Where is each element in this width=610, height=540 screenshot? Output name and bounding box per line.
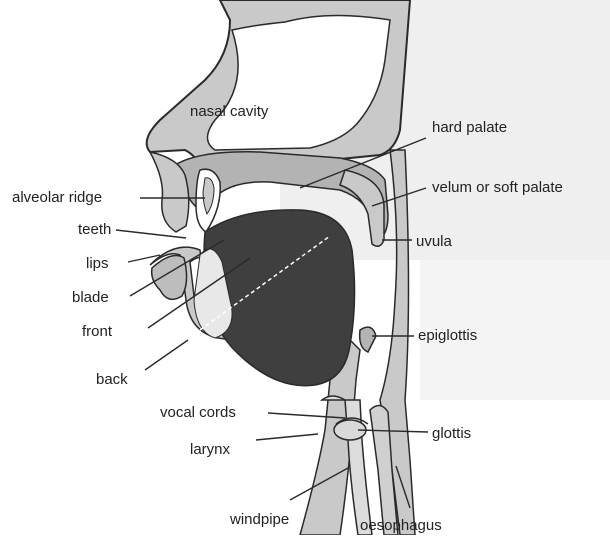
label-oesophagus: oesophagus xyxy=(360,518,442,533)
label-windpipe: windpipe xyxy=(230,512,289,527)
label-lips: lips xyxy=(86,256,109,271)
label-hard-palate: hard palate xyxy=(432,120,507,135)
leader-back xyxy=(145,340,188,370)
lower-lip xyxy=(152,256,187,300)
label-front: front xyxy=(82,324,112,339)
label-alveolar-ridge: alveolar ridge xyxy=(12,190,102,205)
epiglottis-shape xyxy=(360,327,376,352)
label-glottis: glottis xyxy=(432,426,471,441)
label-back: back xyxy=(96,372,128,387)
leader-larynx xyxy=(256,434,318,440)
leader-glottis xyxy=(358,430,428,432)
label-teeth: teeth xyxy=(78,222,111,237)
label-velum: velum or soft palate xyxy=(432,180,563,195)
label-uvula: uvula xyxy=(416,234,452,249)
label-vocal-cords: vocal cords xyxy=(160,405,236,420)
label-larynx: larynx xyxy=(190,442,230,457)
label-blade: blade xyxy=(72,290,109,305)
label-nasal-cavity: nasal cavity xyxy=(190,104,268,119)
label-epiglottis: epiglottis xyxy=(418,328,477,343)
